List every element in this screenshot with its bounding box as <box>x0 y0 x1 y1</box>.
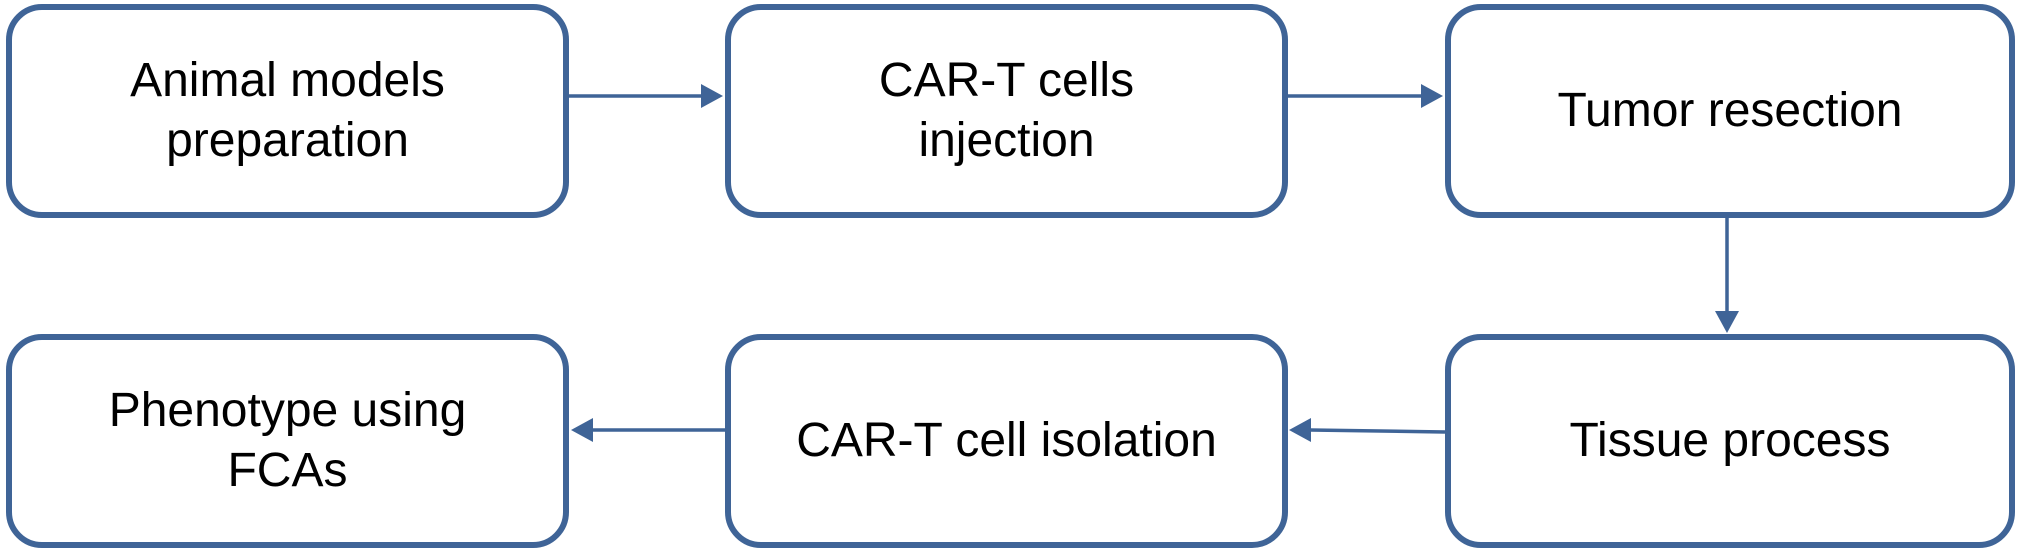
arrow-cell-isolation-to-phenotype <box>571 418 725 442</box>
step-label: Phenotype using FCAs <box>108 384 467 497</box>
step-tissue-process: Tissue process <box>1445 334 2015 548</box>
arrow-cart-injection-to-tumor-resection <box>1288 84 1443 108</box>
arrow-animal-models-to-cart-injection <box>569 84 723 108</box>
arrow-tumor-resection-to-tissue-process <box>1715 218 1739 333</box>
step-label: Tissue process <box>1569 414 1891 467</box>
step-label: CAR-T cells injection <box>878 54 1135 167</box>
arrow-tissue-process-to-cell-isolation <box>1289 418 1446 442</box>
step-cart-cell-isolation: CAR-T cell isolation <box>725 334 1288 548</box>
step-animal-models-preparation: Animal models preparation <box>6 4 569 218</box>
step-label: Animal models preparation <box>130 54 445 167</box>
step-phenotype-using-fcas: Phenotype using FCAs <box>6 334 569 548</box>
step-tumor-resection: Tumor resection <box>1445 4 2015 218</box>
step-label: CAR-T cell isolation <box>796 414 1217 467</box>
step-label: Tumor resection <box>1557 84 1903 137</box>
step-cart-cells-injection: CAR-T cells injection <box>725 4 1288 218</box>
